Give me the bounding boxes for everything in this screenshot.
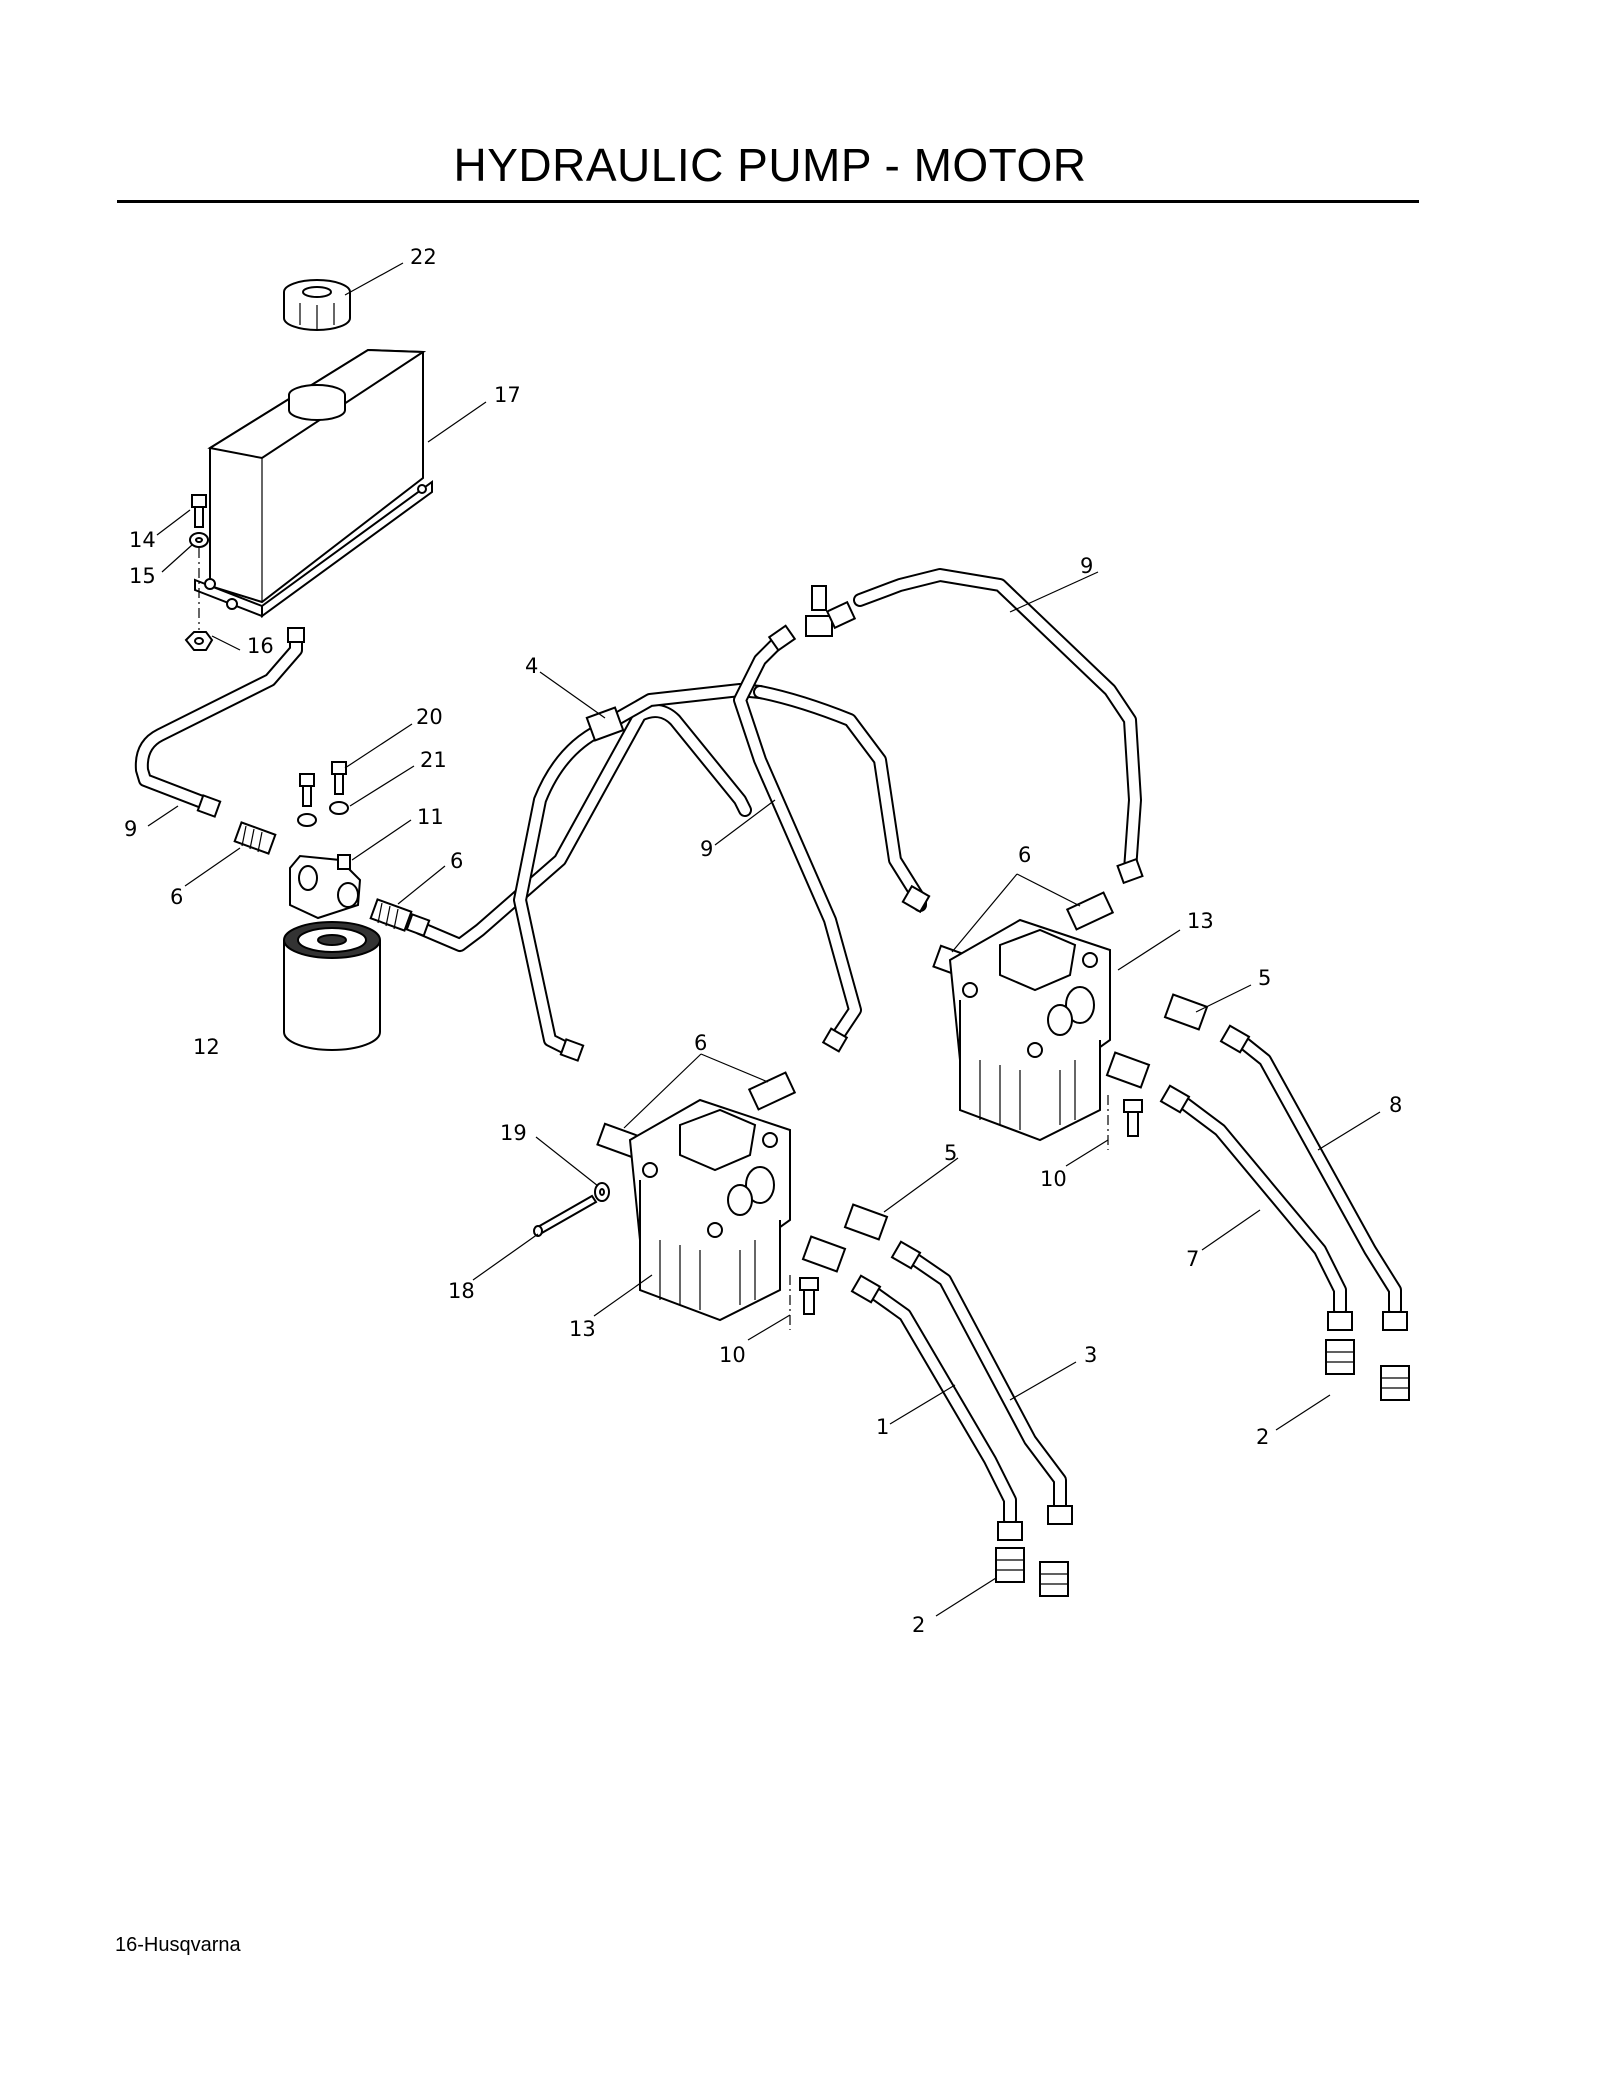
callout-22: 22: [410, 245, 437, 269]
hydraulic-motor-13-right: [948, 918, 1111, 1142]
fitting-5-right: [1163, 993, 1209, 1031]
hose-3: [890, 1240, 1067, 1512]
callout-20: 20: [416, 705, 443, 729]
callout-14: 14: [129, 528, 156, 552]
callout-13-left: 13: [569, 1317, 596, 1341]
callout-5-right: 5: [1258, 966, 1271, 990]
callout-8: 8: [1389, 1093, 1402, 1117]
hose-8: [1219, 1024, 1402, 1317]
hose-9-center: [733, 624, 927, 1053]
pin-18: [533, 1194, 598, 1237]
callout-6-right-pump: 6: [1018, 843, 1031, 867]
page-title: HYDRAULIC PUMP - MOTOR: [453, 139, 1087, 191]
tank-washer-15: [189, 532, 209, 548]
callout-7: 7: [1186, 1247, 1199, 1271]
callout-4: 4: [525, 654, 538, 678]
callout-6-filter-outlet: 6: [450, 849, 463, 873]
callout-12: 12: [193, 1035, 220, 1059]
hydraulic-motor-13-left: [628, 1098, 791, 1322]
callout-2-right: 2: [1256, 1425, 1269, 1449]
callout-5-left: 5: [944, 1141, 957, 1165]
fitting-6-filter-outlet: [369, 898, 413, 932]
callout-6-left-pump: 6: [694, 1031, 707, 1055]
callout-10-left: 10: [719, 1343, 746, 1367]
callout-3: 3: [1084, 1343, 1097, 1367]
callout-13-right: 13: [1187, 909, 1214, 933]
callout-15: 15: [129, 564, 156, 588]
hose-4-tee: [405, 683, 767, 1062]
fitting-5-left: [843, 1203, 889, 1241]
title-rule: [117, 200, 1419, 203]
reservoir-tank-17: [194, 348, 433, 618]
fitting-2-right-a: [1325, 1311, 1355, 1375]
callout-9-right: 9: [1080, 554, 1093, 578]
callout-1: 1: [876, 1415, 889, 1439]
fitting-2-right-b: [1380, 1311, 1410, 1401]
callout-6-filter-inlet: 6: [170, 885, 183, 909]
bolt-10-right: [1123, 1099, 1143, 1137]
tank-cap-22: [283, 279, 351, 331]
oil-filter-12: [283, 921, 381, 1051]
fitting-6-right-pump-b: [1065, 891, 1115, 931]
filter-washer-21: [297, 801, 349, 827]
callout-11: 11: [417, 805, 444, 829]
page-footer: 16-Husqvarna: [115, 1934, 241, 1956]
callout-16: 16: [247, 634, 274, 658]
fitting-6-filter-inlet: [233, 821, 277, 855]
fitting-5-right-b: [1105, 1051, 1151, 1089]
fitting-2-left-a: [995, 1521, 1025, 1583]
callout-21: 21: [420, 748, 447, 772]
callout-17: 17: [494, 383, 521, 407]
hose-1: [850, 1274, 1017, 1527]
filter-head-11: [289, 854, 362, 920]
callout-9-left: 9: [124, 817, 137, 841]
bolt-10-left: [799, 1277, 819, 1315]
callout-18: 18: [448, 1279, 475, 1303]
leader-lines: [147, 262, 1381, 1617]
hose-7: [1159, 1084, 1347, 1317]
callout-10-right: 10: [1040, 1167, 1067, 1191]
callout-labels: 22 17 14 15 16 9 4 20 21 9 11 6 6 12 9 6…: [124, 245, 1402, 1637]
callout-19: 19: [500, 1121, 527, 1145]
hose-9-tank: [134, 627, 305, 818]
tee-fitting-top: [805, 585, 857, 637]
fitting-5-left-b: [801, 1235, 847, 1273]
fitting-2-left-b: [1039, 1505, 1073, 1597]
washer-19: [594, 1182, 610, 1202]
hose-9-right-loop: [853, 568, 1144, 914]
callout-9-center: 9: [700, 837, 713, 861]
tank-nut-16: [184, 631, 214, 651]
tank-bolt-14: [191, 494, 207, 528]
filter-bolt-20: [299, 761, 347, 807]
callout-2-left: 2: [912, 1613, 925, 1637]
fitting-6-left-pump-b: [747, 1071, 797, 1111]
